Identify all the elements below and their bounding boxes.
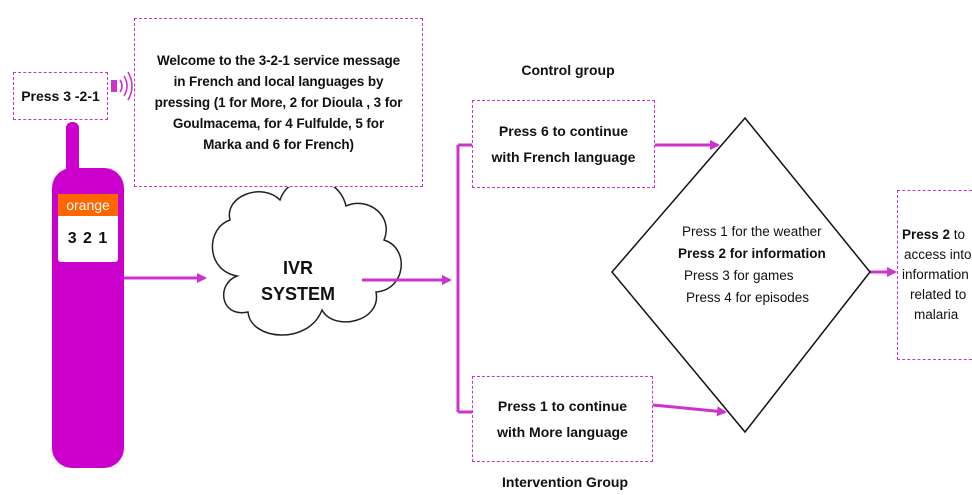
outcome-line-4: related to xyxy=(910,287,967,302)
outcome-line-3: information xyxy=(902,267,969,282)
welcome-line-3: pressing (1 for More, 2 for Dioula , 3 f… xyxy=(154,95,403,110)
menu-line-4: Press 4 for episodes xyxy=(686,290,810,305)
phone xyxy=(52,122,124,468)
ivr-label: IVR xyxy=(282,258,313,278)
control-group-label: Control group xyxy=(521,62,615,78)
intervention-line-2: with More language xyxy=(497,424,628,440)
phone-brand: orange xyxy=(66,197,110,213)
control-line-2: with French language xyxy=(491,149,636,165)
phone-display: 3 2 1 xyxy=(67,230,109,247)
sound-waves-icon xyxy=(111,71,133,101)
intervention-line-1: Press 1 to continue xyxy=(497,398,628,414)
menu-line-2: Press 2 for information xyxy=(678,246,826,261)
arrow-intervention-to-menu xyxy=(652,403,727,417)
intervention-group-label: Intervention Group xyxy=(502,474,628,490)
outcome-box: Press 2 to access into information relat… xyxy=(897,190,972,360)
welcome-line-5: Marka and 6 for French) xyxy=(203,137,354,152)
system-label: SYSTEM xyxy=(260,284,335,304)
outcome-press-2: Press 2 xyxy=(902,227,951,242)
press-321-text: Press 3 -2-1 xyxy=(21,88,100,104)
intervention-group-box: Press 1 to continue with More language xyxy=(472,376,653,462)
control-group-box: Press 6 to continue with French language xyxy=(472,100,655,188)
outcome-line-1: Press 2 to xyxy=(902,225,965,245)
phone-antenna xyxy=(66,122,79,182)
control-line-1: Press 6 to continue xyxy=(498,123,629,139)
welcome-line-1: Welcome to the 3-2-1 service message xyxy=(156,53,401,68)
outcome-line-2: access into xyxy=(904,247,972,262)
menu-line-1: Press 1 for the weather xyxy=(682,224,822,239)
welcome-line-4: Goulmacema, for 4 Fulfulde, 5 for xyxy=(172,116,385,131)
outcome-to: to xyxy=(950,227,966,242)
menu-line-3: Press 3 for games xyxy=(684,268,794,283)
menu-diamond xyxy=(611,116,871,434)
menu-options: Press 1 for the weather Press 2 for info… xyxy=(676,221,846,309)
ivr-cloud xyxy=(211,178,402,336)
press-321-box: Press 3 -2-1 xyxy=(13,72,108,120)
welcome-message-box: Welcome to the 3-2-1 service message in … xyxy=(134,18,423,187)
orange-logo xyxy=(58,194,118,216)
outcome-line-5: malaria xyxy=(914,307,959,322)
welcome-line-2: in French and local languages by xyxy=(173,74,384,89)
